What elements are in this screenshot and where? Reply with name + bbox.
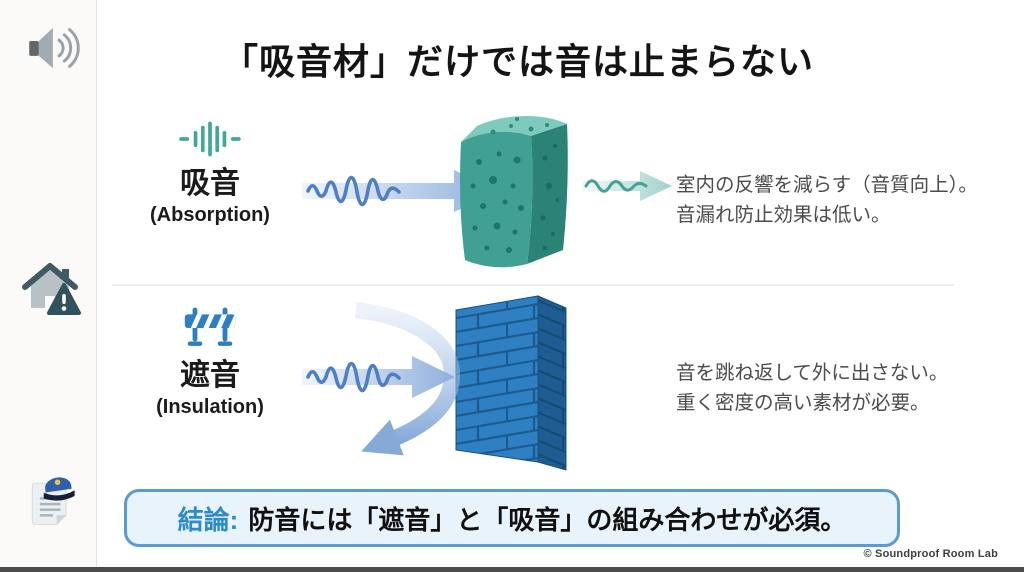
absorption-description: 室内の反響を減らす（音質向上）。 音漏れ防止効果は低い。 bbox=[676, 170, 978, 230]
waveform-icon bbox=[179, 121, 241, 157]
police-document-icon bbox=[31, 477, 75, 525]
section-divider bbox=[112, 284, 954, 286]
sound-wave bbox=[306, 175, 401, 207]
insulation-description: 音を跳ね返して外に出さない。 重く密度の高い素材が必要。 bbox=[676, 358, 948, 418]
absorption-label-block: 吸音 (Absorption) bbox=[125, 120, 295, 227]
speaker-icon bbox=[29, 27, 80, 69]
police-cap bbox=[43, 477, 75, 501]
absorption-desc-line1: 室内の反響を減らす（音質向上）。 bbox=[676, 174, 978, 196]
absorption-incoming-arrow bbox=[302, 170, 500, 212]
absorption-desc-line2: 音漏れ防止効果は低い。 bbox=[676, 204, 891, 227]
insulation-incoming-arrow bbox=[302, 356, 455, 398]
sidebar bbox=[0, 0, 97, 572]
sound-wave bbox=[306, 361, 401, 393]
absorption-label-en: (Absorption) bbox=[150, 203, 270, 226]
page-title: 「吸音材」だけでは音は止まらない bbox=[221, 41, 814, 82]
conclusion-prefix: 結論: bbox=[177, 504, 239, 535]
insulation-label-en: (Insulation) bbox=[156, 395, 264, 418]
attenuated-sound-wave bbox=[584, 179, 648, 193]
house-warning-icon bbox=[22, 263, 81, 315]
reflection-arrow bbox=[355, 302, 460, 456]
insulation-label-block: 遮音 (Insulation) bbox=[125, 302, 295, 419]
bottom-edge-strip bbox=[0, 567, 1024, 572]
barricade-icon bbox=[184, 307, 236, 346]
sponge-illustration bbox=[460, 115, 568, 268]
absorption-outgoing-arrow bbox=[582, 171, 672, 201]
copyright-label: © Soundproof Room Lab bbox=[863, 548, 998, 560]
insulation-desc-line1: 音を跳ね返して外に出さない。 bbox=[676, 362, 949, 384]
insulation-label-ja: 遮音 bbox=[180, 359, 240, 392]
insulation-desc-line2: 重く密度の高い素材が必要。 bbox=[676, 392, 930, 415]
brick-wall-illustration bbox=[455, 295, 567, 471]
conclusion-box: 結論: 防音には「遮音」と「吸音」の組み合わせが必須。 bbox=[124, 489, 900, 547]
absorption-label-ja: 吸音 bbox=[180, 167, 240, 200]
conclusion-text: 防音には「遮音」と「吸音」の組み合わせが必須。 bbox=[248, 504, 847, 535]
